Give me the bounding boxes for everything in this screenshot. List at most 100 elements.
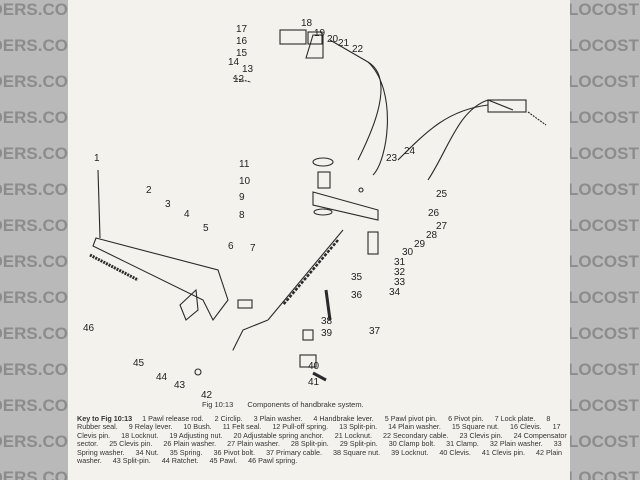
key-item: 31 Clamp. — [446, 439, 479, 449]
watermark-text: LOCOSTBUILDERS.CO.UK LOCOSTBUILDERS.CO.U… — [0, 0, 68, 19]
part-label: 9 — [239, 192, 245, 203]
key-item: 25 Clevis pin. — [109, 439, 153, 449]
part-label: 11 — [239, 159, 250, 170]
key-item: 34 Nut. — [135, 447, 159, 457]
watermark-text: LOCOSTBUILDERS.CO.UK LOCOSTBUILDERS.CO.U… — [570, 36, 640, 55]
key-item: 29 Split-pin. — [339, 439, 378, 449]
key-item: 39 Locknut. — [391, 447, 429, 457]
key-item: 11 Felt seal. — [222, 422, 262, 432]
key-item: 15 Square nut. — [451, 422, 499, 432]
key-item: 13 Split-pin. — [339, 422, 378, 432]
part-label: 7 — [250, 243, 256, 254]
part-label: 31 — [394, 257, 406, 268]
key-item: 3 Plain washer. — [253, 414, 303, 423]
handbrake-lever — [92, 237, 229, 322]
part-label: 16 — [236, 36, 248, 47]
part-label: 24 — [404, 146, 416, 157]
primary-cable — [267, 229, 344, 321]
key-item: 2 Circlip. — [214, 414, 243, 423]
watermark-text: LOCOSTBUILDERS.CO.UK LOCOSTBUILDERS.CO.U… — [570, 252, 640, 271]
key-item: 46 Pawl spring. — [248, 456, 298, 466]
watermark-text: LOCOSTBUILDERS.CO.UK LOCOSTBUILDERS.CO.U… — [0, 108, 68, 127]
key-item: 18 Locknut. — [121, 430, 159, 440]
part-label: 23 — [386, 153, 398, 164]
key-item: 42 Plain washer. — [77, 447, 563, 466]
part-label: 45 — [133, 358, 145, 369]
watermark-text: LOCOSTBUILDERS.CO.UK LOCOSTBUILDERS.CO.U… — [570, 324, 640, 343]
watermark-text: LOCOSTBUILDERS.CO.UK LOCOSTBUILDERS.CO.U… — [0, 396, 68, 415]
part-label: 30 — [402, 247, 414, 258]
part-label: 19 — [314, 28, 326, 39]
key-item: 32 Plain washer. — [489, 439, 543, 449]
watermark-text: LOCOSTBUILDERS.CO.UK LOCOSTBUILDERS.CO.U… — [0, 180, 68, 199]
watermark-left: LOCOSTBUILDERS.CO.UK LOCOSTBUILDERS.CO.U… — [0, 0, 68, 480]
key-item: 16 Clevis. — [510, 422, 542, 432]
watermark-text: LOCOSTBUILDERS.CO.UK LOCOSTBUILDERS.CO.U… — [570, 468, 640, 480]
watermark-text: LOCOSTBUILDERS.CO.UK LOCOSTBUILDERS.CO.U… — [570, 432, 640, 451]
key-item: 8 Rubber seal. — [77, 414, 551, 432]
part-label: 40 — [308, 361, 320, 372]
part-label: 1 — [94, 153, 100, 164]
key-item: 45 Pawl. — [209, 456, 238, 466]
watermark-text: LOCOSTBUILDERS.CO.UK LOCOSTBUILDERS.CO.U… — [0, 432, 68, 451]
part-label: 35 — [351, 272, 363, 283]
part-label: 2 — [146, 185, 152, 196]
key-item: 44 Ratchet. — [161, 456, 199, 466]
part-label: 38 — [321, 316, 333, 327]
part-label: 25 — [436, 189, 448, 200]
part-label: 27 — [436, 221, 448, 232]
key-item: 38 Square nut. — [333, 447, 381, 457]
part-label: 3 — [165, 199, 171, 210]
watermark-text: LOCOSTBUILDERS.CO.UK LOCOSTBUILDERS.CO.U… — [570, 72, 640, 91]
part-label: 26 — [428, 208, 440, 219]
key-item: 19 Adjusting nut. — [169, 430, 223, 440]
part-label: 21 — [338, 38, 350, 49]
watermark-right: LOCOSTBUILDERS.CO.UK LOCOSTBUILDERS.CO.U… — [570, 0, 640, 480]
part-label: 33 — [394, 277, 406, 288]
part-label: 15 — [236, 48, 248, 59]
figure-caption-text: Components of handbrake system. — [247, 400, 364, 409]
secondary-cable — [329, 39, 382, 161]
watermark-text: LOCOSTBUILDERS.CO.UK LOCOSTBUILDERS.CO.U… — [570, 216, 640, 235]
key-item: 12 Pull-off spring. — [272, 422, 329, 432]
key-item: 10 Bush. — [183, 422, 212, 432]
key-item: 30 Clamp bolt. — [388, 439, 436, 449]
pawl-spring — [89, 253, 139, 282]
part-label: 20 — [327, 34, 339, 45]
part-label: 14 — [228, 57, 240, 68]
watermark-text: LOCOSTBUILDERS.CO.UK LOCOSTBUILDERS.CO.U… — [570, 108, 640, 127]
key-item: 5 Pawl pivot pin. — [384, 414, 438, 423]
watermark-text: LOCOSTBUILDERS.CO.UK LOCOSTBUILDERS.CO.U… — [570, 288, 640, 307]
part-label: 18 — [301, 18, 313, 29]
part-label: 36 — [351, 290, 363, 301]
key-item: 27 Plain washer. — [227, 439, 280, 449]
part-label: 39 — [321, 328, 333, 339]
key-item: 6 Pivot pin. — [448, 414, 484, 423]
key-item: 28 Split-pin. — [290, 439, 329, 449]
watermark-text: LOCOSTBUILDERS.CO.UK LOCOSTBUILDERS.CO.U… — [570, 360, 640, 379]
part-label: 28 — [426, 230, 438, 241]
key-item: 14 Plain washer. — [388, 422, 441, 432]
figure-number: Fig 10:13 — [202, 400, 234, 409]
watermark-text: LOCOSTBUILDERS.CO.UK LOCOSTBUILDERS.CO.U… — [570, 144, 640, 163]
watermark-text: LOCOSTBUILDERS.CO.UK LOCOSTBUILDERS.CO.U… — [0, 72, 68, 91]
key-item: 4 Handbrake lever. — [313, 414, 374, 423]
part-label: 22 — [352, 44, 364, 55]
key-item: 17 Clevis pin. — [77, 422, 561, 440]
key-item: 37 Primary cable. — [266, 447, 322, 457]
watermark-text: LOCOSTBUILDERS.CO.UK LOCOSTBUILDERS.CO.U… — [0, 216, 68, 235]
part-label: 6 — [228, 241, 234, 252]
key-item: 9 Relay lever. — [128, 422, 173, 432]
watermark-text: LOCOSTBUILDERS.CO.UK LOCOSTBUILDERS.CO.U… — [0, 36, 68, 55]
key-item: 33 Spring washer. — [77, 439, 562, 457]
part-label: 37 — [369, 326, 381, 337]
watermark-text: LOCOSTBUILDERS.CO.UK LOCOSTBUILDERS.CO.U… — [0, 360, 68, 379]
part-label: 8 — [239, 210, 245, 221]
key-item: 26 Plain washer. — [163, 439, 217, 449]
key-title: Key to Fig 10:13 — [77, 414, 133, 423]
watermark-text: LOCOSTBUILDERS.CO.UK LOCOSTBUILDERS.CO.U… — [0, 288, 68, 307]
watermark-text: LOCOSTBUILDERS.CO.UK LOCOSTBUILDERS.CO.U… — [0, 324, 68, 343]
